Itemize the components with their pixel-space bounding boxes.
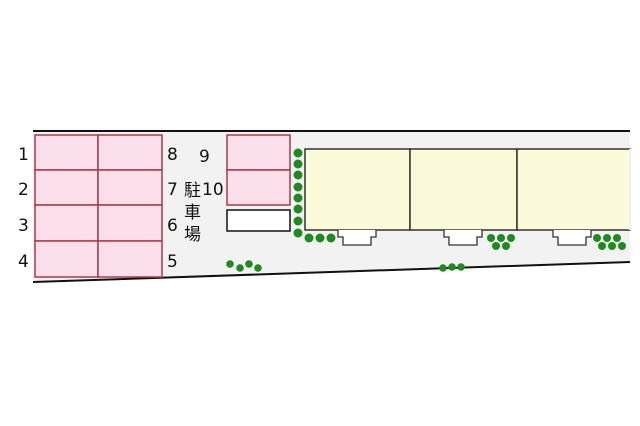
space-number-right: 5 [167,252,178,272]
space-number-10: 10 [202,180,224,200]
parking-space [34,240,99,278]
space-number-right: 7 [167,180,178,200]
shrub-icon [603,234,611,242]
shrub-icon [613,234,621,242]
shrub-icon [497,234,505,242]
shrub-icon [254,264,262,272]
shrub-icon [293,216,303,226]
shrub-icon [236,264,244,272]
parking-space [34,134,99,171]
shrub-icon [487,234,495,242]
parking-label-char: 車 [184,203,201,223]
parking-space [226,169,291,206]
shrub-icon [457,263,465,271]
shrub-icon [293,228,303,238]
shrubs [226,148,626,272]
empty-space [226,209,291,232]
parking-space [34,169,99,206]
parking-space [97,169,163,206]
space-number-right: 8 [167,145,178,165]
space-number-left: 4 [18,252,29,272]
parking-space [97,240,163,278]
parking-space [226,134,291,171]
shrub-icon [293,204,303,214]
shrub-icon [448,263,456,271]
space-number-left: 2 [18,180,29,200]
space-number-left: 1 [18,145,29,165]
shrub-icon [293,148,303,158]
shrub-icon [315,233,325,243]
building-unit [304,148,411,231]
shrub-icon [226,260,234,268]
shrub-icon [618,242,626,250]
parking-label-char: 駐 [184,181,201,201]
parking-space [97,134,163,171]
entrance-porch [337,230,377,246]
space-number-9: 9 [199,147,210,167]
parking-block-left [34,134,163,278]
shrub-icon [507,234,515,242]
entrance-porch [552,230,592,246]
lot-bottom-edge [32,261,631,283]
shrub-icon [304,233,314,243]
shrub-icon [293,159,303,169]
space-number-left: 3 [18,216,29,236]
shrub-icon [245,260,253,268]
parking-label-char: 場 [184,225,201,245]
shrub-icon [608,242,616,250]
buildings [304,148,631,231]
shrub-icon [293,182,303,192]
entrance-porch [443,230,483,246]
shrub-icon [293,170,303,180]
shrub-icon [502,242,510,250]
parking-block-right [226,134,291,232]
shrub-icon [598,242,606,250]
shrub-icon [439,264,447,272]
parking-space [97,204,163,242]
shrub-icon [492,242,500,250]
entrances [337,230,592,246]
building-unit [409,148,518,231]
parking-space [34,204,99,242]
building-unit [516,148,631,231]
shrub-icon [293,193,303,203]
space-number-right: 6 [167,216,178,236]
shrub-icon [326,233,336,243]
shrub-icon [593,234,601,242]
